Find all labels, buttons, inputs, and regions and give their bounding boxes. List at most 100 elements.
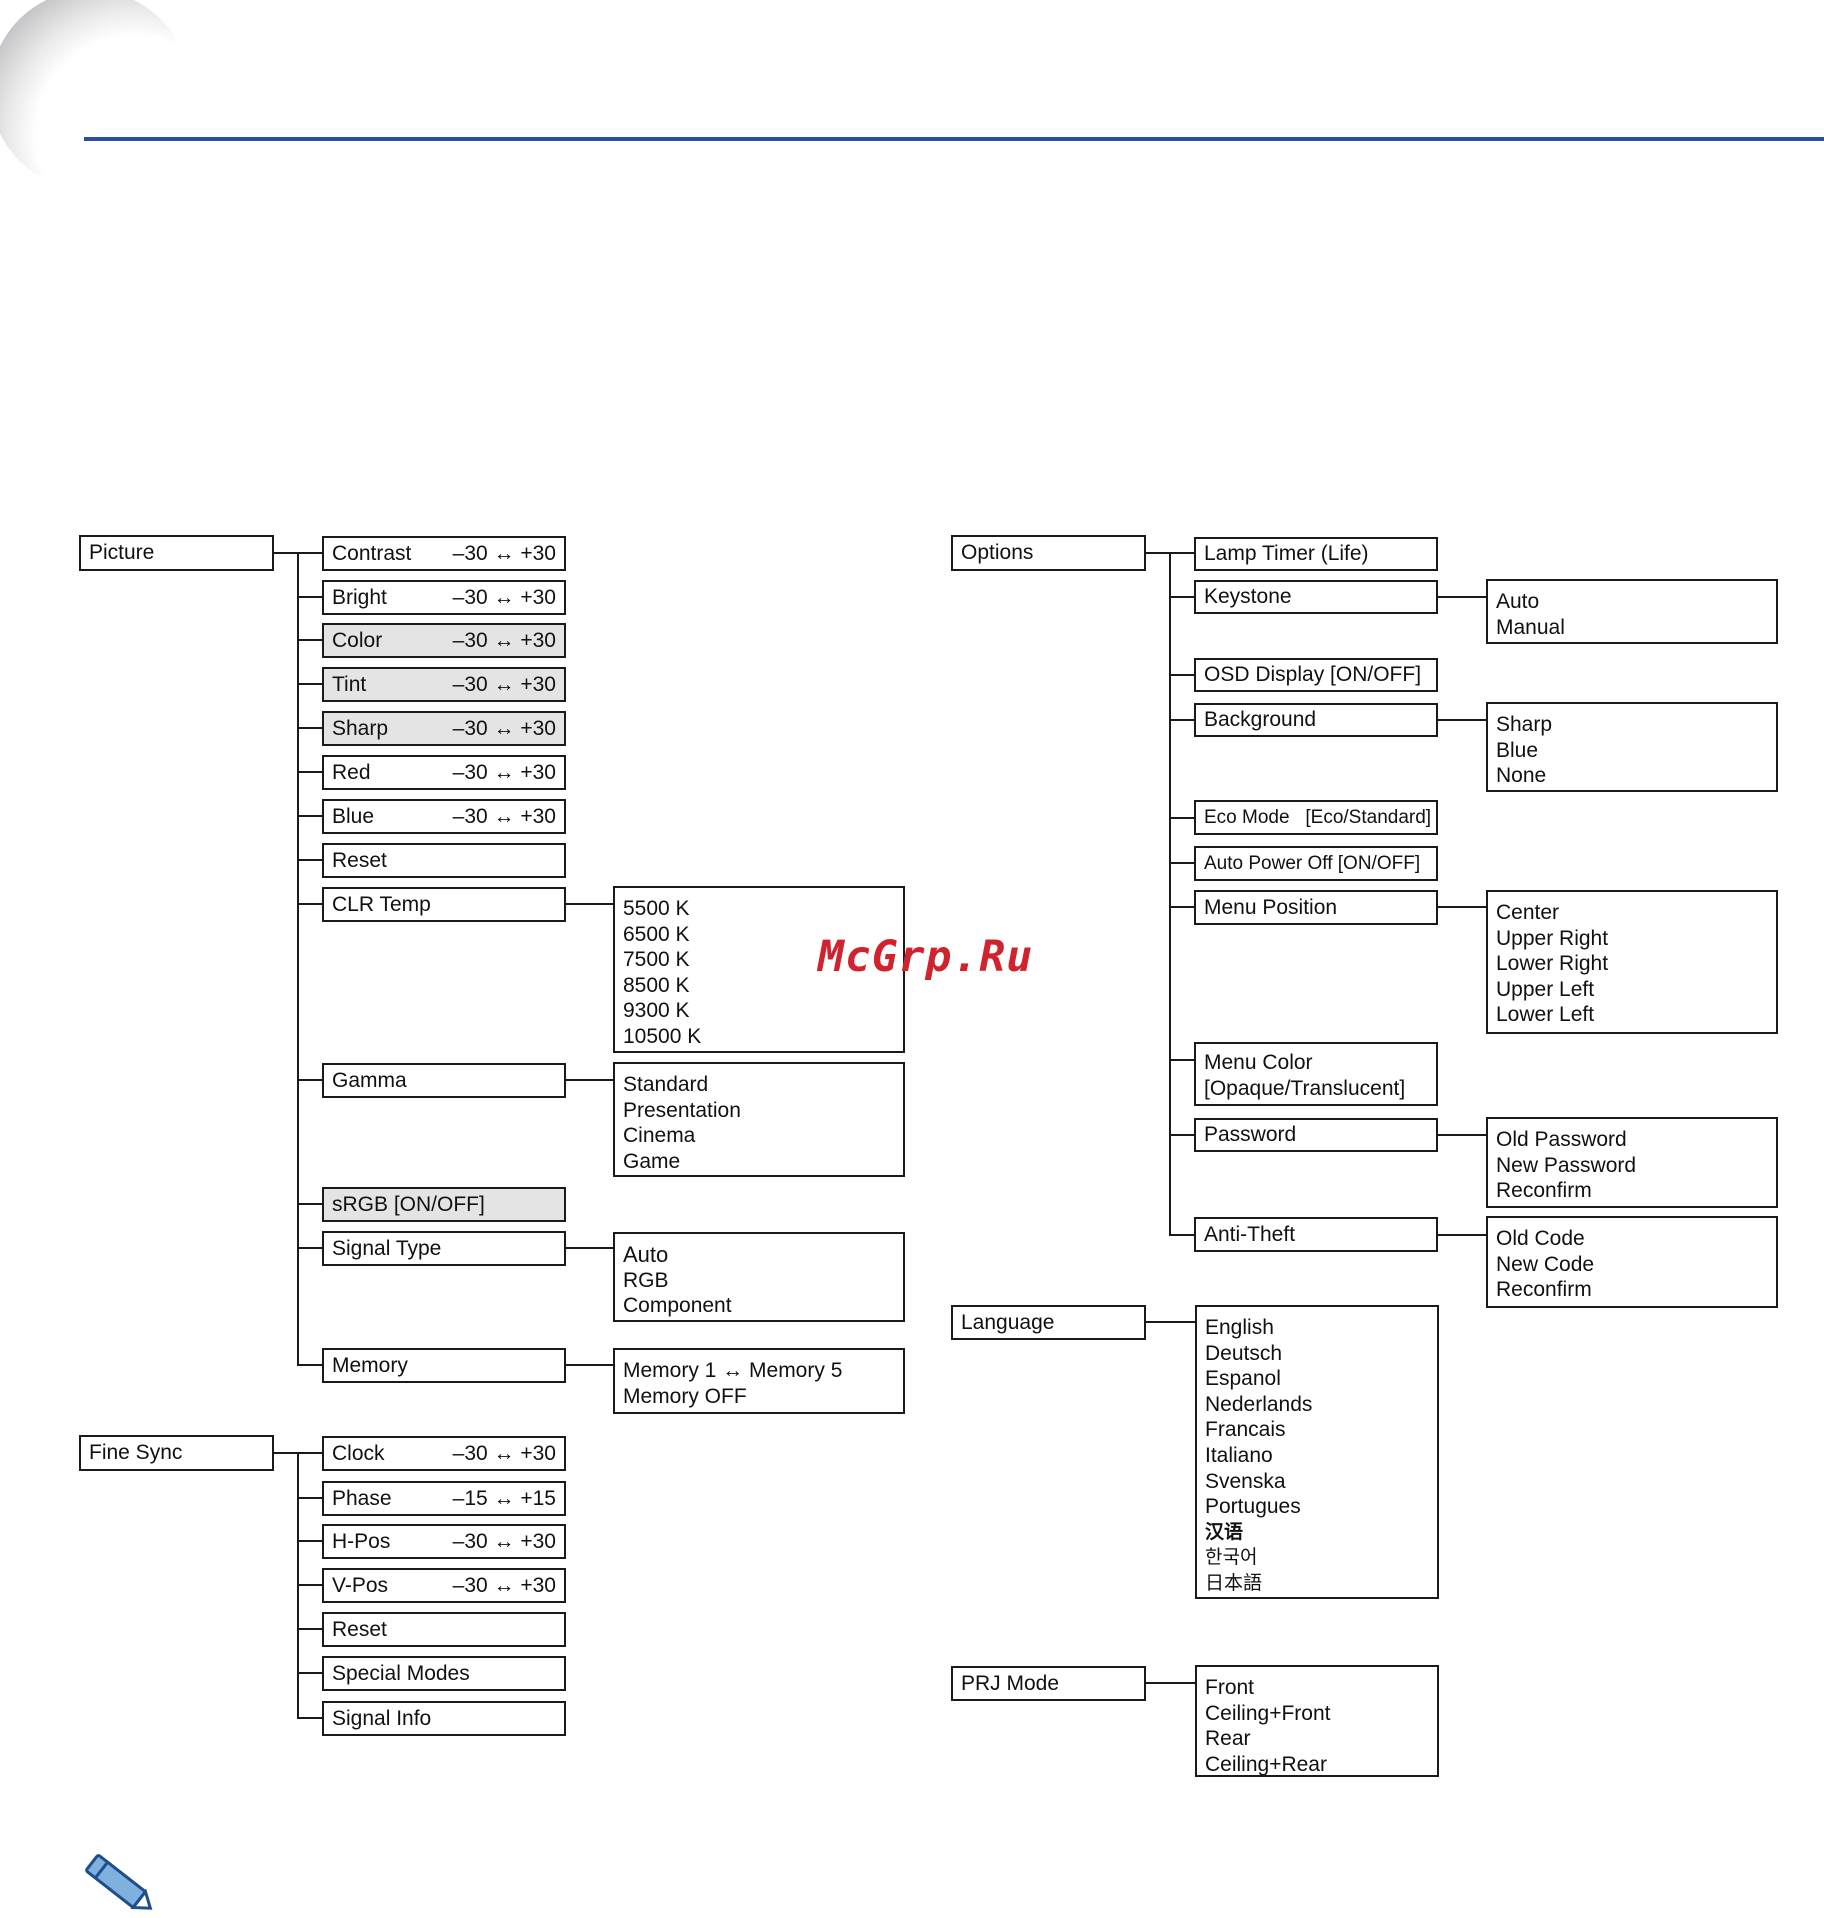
menu-picture[interactable]: Picture xyxy=(79,535,274,571)
option[interactable]: Component xyxy=(623,1294,732,1318)
option[interactable]: Francais xyxy=(1205,1418,1286,1442)
item-blue[interactable]: Blue–30 ↔ +30 xyxy=(322,799,566,834)
option[interactable]: RGB xyxy=(623,1268,669,1292)
item-label: H-Pos xyxy=(332,1529,391,1553)
option[interactable]: Reconfirm xyxy=(1496,1179,1592,1203)
option[interactable]: Deutsch xyxy=(1205,1341,1283,1365)
item-gamma[interactable]: Gamma xyxy=(322,1063,566,1098)
option[interactable]: New Password xyxy=(1496,1153,1637,1177)
option[interactable]: 7500 K xyxy=(623,948,690,972)
option[interactable]: 5500 K xyxy=(623,897,690,920)
option[interactable]: Cinema xyxy=(623,1124,696,1148)
option[interactable]: Auto xyxy=(1496,590,1540,613)
item-signal-info[interactable]: Signal Info xyxy=(322,1701,566,1736)
connector xyxy=(297,1079,322,1081)
menu-fine-sync[interactable]: Fine Sync xyxy=(79,1435,274,1471)
connector xyxy=(566,903,613,905)
option[interactable]: Old Code xyxy=(1496,1227,1585,1250)
connector xyxy=(1146,1321,1195,1323)
option[interactable]: None xyxy=(1496,764,1547,788)
option[interactable]: 6500 K xyxy=(623,922,690,946)
item-contrast[interactable]: Contrast–30 ↔ +30 xyxy=(322,536,566,571)
options-keystone: Auto Manual xyxy=(1486,579,1778,644)
option[interactable]: Reconfirm xyxy=(1496,1278,1592,1302)
item-eco-mode[interactable]: Eco Mode [Eco/Standard] xyxy=(1194,800,1438,835)
connector xyxy=(297,1628,322,1630)
menu-prj-mode[interactable]: PRJ Mode xyxy=(951,1666,1146,1701)
option[interactable]: Svenska xyxy=(1205,1469,1286,1493)
option[interactable]: Portugues xyxy=(1205,1495,1301,1519)
item-lamp-timer[interactable]: Lamp Timer (Life) xyxy=(1194,537,1438,571)
item-special-modes[interactable]: Special Modes xyxy=(322,1656,566,1691)
option[interactable]: Ceiling+Front xyxy=(1205,1701,1331,1725)
option[interactable]: Espanol xyxy=(1205,1367,1281,1391)
item-bright[interactable]: Bright–30 ↔ +30 xyxy=(322,580,566,615)
item-red[interactable]: Red–30 ↔ +30 xyxy=(322,755,566,790)
option[interactable]: 8500 K xyxy=(623,973,690,997)
connector xyxy=(1169,817,1194,819)
item-osd-display[interactable]: OSD Display [ON/OFF] xyxy=(1194,658,1438,692)
item-background[interactable]: Background xyxy=(1194,703,1438,737)
menu-language[interactable]: Language xyxy=(951,1305,1146,1340)
option[interactable]: 한국어 xyxy=(1205,1547,1258,1569)
item-range: –30 ↔ +30 xyxy=(452,1441,556,1465)
option[interactable]: Rear xyxy=(1205,1727,1251,1751)
option[interactable]: Upper Right xyxy=(1496,926,1609,950)
option[interactable]: Memory 1 ↔ Memory 5 xyxy=(623,1359,843,1382)
option[interactable]: Game xyxy=(623,1149,681,1173)
option[interactable]: English xyxy=(1205,1316,1274,1339)
option[interactable]: Standard xyxy=(623,1073,709,1096)
item-fine-sync-reset[interactable]: Reset xyxy=(322,1612,566,1647)
option[interactable]: Auto xyxy=(623,1242,669,1267)
item-label: OSD Display [ON/OFF] xyxy=(1204,663,1422,686)
option[interactable]: Sharp xyxy=(1496,713,1553,736)
item-menu-color[interactable]: Menu Color [Opaque/Translucent] xyxy=(1194,1042,1438,1106)
option[interactable]: Italiano xyxy=(1205,1443,1273,1467)
option[interactable]: Upper Left xyxy=(1496,977,1595,1001)
item-reset[interactable]: Reset xyxy=(322,843,566,878)
menu-label: Language xyxy=(961,1310,1055,1334)
item-menu-position[interactable]: Menu Position xyxy=(1194,890,1438,925)
option[interactable]: 日本語 xyxy=(1205,1572,1263,1594)
item-label: Gamma xyxy=(332,1068,407,1092)
item-tint[interactable]: Tint–30 ↔ +30 xyxy=(322,667,566,702)
item-anti-theft[interactable]: Anti-Theft xyxy=(1194,1217,1438,1252)
option[interactable]: Manual xyxy=(1496,615,1565,639)
option[interactable]: 10500 K xyxy=(623,1024,702,1048)
option[interactable]: Center xyxy=(1496,901,1560,924)
item-signal-type[interactable]: Signal Type xyxy=(322,1231,566,1266)
option[interactable]: Old Password xyxy=(1496,1128,1627,1151)
option[interactable]: New Code xyxy=(1496,1252,1595,1276)
item-color[interactable]: Color–30 ↔ +30 xyxy=(322,623,566,658)
item-phase[interactable]: Phase–15 ↔ +15 xyxy=(322,1481,566,1516)
option[interactable]: Blue xyxy=(1496,738,1539,762)
item-sharp[interactable]: Sharp–30 ↔ +30 xyxy=(322,711,566,746)
item-v-pos[interactable]: V-Pos–30 ↔ +30 xyxy=(322,1568,566,1603)
option[interactable]: Lower Left xyxy=(1496,1003,1595,1027)
item-clock[interactable]: Clock–30 ↔ +30 xyxy=(322,1436,566,1471)
item-range: –30 ↔ +30 xyxy=(452,672,556,696)
option[interactable]: Nederlands xyxy=(1205,1392,1313,1416)
item-label: CLR Temp xyxy=(332,892,431,916)
item-label: sRGB [ON/OFF] xyxy=(332,1192,485,1216)
connector xyxy=(1169,862,1194,864)
option[interactable]: Front xyxy=(1205,1676,1255,1699)
item-keystone[interactable]: Keystone xyxy=(1194,580,1438,614)
item-auto-power-off[interactable]: Auto Power Off [ON/OFF] xyxy=(1194,846,1438,881)
item-clr-temp[interactable]: CLR Temp xyxy=(322,887,566,922)
option[interactable]: Lower Right xyxy=(1496,952,1609,976)
item-srgb[interactable]: sRGB [ON/OFF] xyxy=(322,1187,566,1222)
menu-options[interactable]: Options xyxy=(951,535,1146,571)
option[interactable]: Presentation xyxy=(623,1098,741,1122)
connector xyxy=(1169,906,1194,908)
connector xyxy=(566,1247,613,1249)
item-memory[interactable]: Memory xyxy=(322,1348,566,1383)
option[interactable]: 9300 K xyxy=(623,999,690,1023)
option[interactable]: Memory OFF xyxy=(623,1384,747,1408)
connector xyxy=(297,727,322,729)
options-clr-temp: 5500 K 6500 K 7500 K 8500 K 9300 K 10500… xyxy=(613,886,905,1053)
item-h-pos[interactable]: H-Pos–30 ↔ +30 xyxy=(322,1524,566,1559)
option[interactable]: 汉语 xyxy=(1205,1521,1244,1543)
option[interactable]: Ceiling+Rear xyxy=(1205,1752,1327,1776)
item-password[interactable]: Password xyxy=(1194,1118,1438,1152)
